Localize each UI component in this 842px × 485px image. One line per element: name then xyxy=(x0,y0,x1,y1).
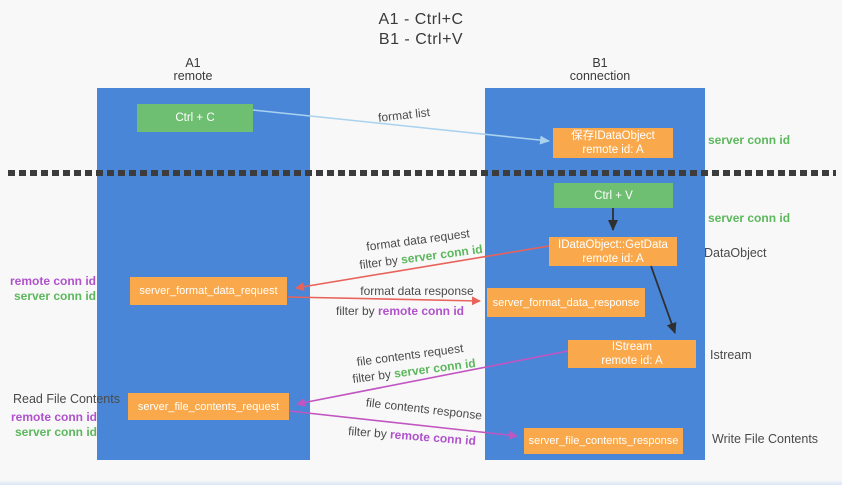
node-ctrl-c: Ctrl + C xyxy=(137,104,253,132)
node-save-idataobject-line2: remote id: A xyxy=(582,144,644,156)
label-format-data-response: format data response xyxy=(360,284,474,298)
dotted-divider xyxy=(8,170,836,176)
label-server-conn-id-top: server conn id xyxy=(708,133,791,147)
lane-a1-subtitle: remote xyxy=(173,69,213,83)
lane-b1-name: B1 xyxy=(592,56,608,70)
lane-a1-name: A1 xyxy=(185,56,201,70)
lane-header-b1: B1 connection xyxy=(540,57,660,83)
node-getdata-line1: IDataObject::GetData xyxy=(558,238,668,251)
label-server-conn-id-mid: server conn id xyxy=(708,211,791,225)
diagram-title: A1 - Ctrl+C B1 - Ctrl+V xyxy=(321,10,521,50)
label-server-conn-id-left-2: server conn id xyxy=(14,425,97,439)
label-read-file-contents: Read File Contents xyxy=(12,392,120,406)
node-getdata-line2: remote id: A xyxy=(582,252,644,265)
title-line-a1: A1 - Ctrl+C xyxy=(378,11,464,28)
node-save-idataobject: 保存IDataObject remote id: A xyxy=(553,128,673,158)
node-format-response-label: server_format_data_response xyxy=(492,296,640,309)
label-write-file-contents: Write File Contents xyxy=(712,432,819,446)
node-istream-line2: remote id: A xyxy=(601,355,663,367)
node-server-file-contents-response: server_file_contents_response xyxy=(524,428,683,454)
label-format-list: format list xyxy=(377,105,431,125)
label-file-contents-response: file contents response xyxy=(365,395,483,423)
label-filter-by-remote-2: filter by remote conn id xyxy=(348,424,477,448)
filter-term-remote: remote conn id xyxy=(389,427,477,449)
node-save-idataobject-line1: 保存IDataObject xyxy=(571,130,655,142)
node-server-format-data-request: server_format_data_request xyxy=(130,277,287,305)
label-filter-by-remote-1: filter by remote conn id xyxy=(336,304,464,318)
node-file-response-label: server_file_contents_response xyxy=(528,435,679,447)
node-ctrl-v-label: Ctrl + V xyxy=(594,189,633,202)
node-ctrl-c-label: Ctrl + C xyxy=(175,112,215,124)
label-remote-conn-id-1: remote conn id xyxy=(9,274,96,288)
node-format-request-label: server_format_data_request xyxy=(139,285,278,297)
filter-prefix: filter by xyxy=(347,423,391,442)
node-ctrl-v: Ctrl + V xyxy=(554,183,673,208)
bottom-edge-strip xyxy=(0,480,842,485)
filter-prefix: filter by xyxy=(358,252,403,273)
filter-prefix: filter by xyxy=(351,366,396,387)
node-server-file-contents-request: server_file_contents_request xyxy=(128,393,289,420)
title-line-b1: B1 - Ctrl+V xyxy=(378,31,464,48)
node-istream: IStream remote id: A xyxy=(568,340,696,368)
lane-b1-subtitle: connection xyxy=(569,69,631,83)
label-dataobject: DataObject xyxy=(704,246,767,260)
node-server-format-data-response: server_format_data_response xyxy=(487,288,645,317)
node-file-request-label: server_file_contents_request xyxy=(137,400,280,413)
lane-header-a1: A1 remote xyxy=(133,57,253,83)
label-server-conn-id-left-1: server conn id xyxy=(13,289,96,303)
filter-prefix: filter by xyxy=(335,304,378,318)
node-istream-line1: IStream xyxy=(611,341,653,353)
label-remote-conn-id-2: remote conn id xyxy=(10,410,97,424)
node-idataobject-getdata: IDataObject::GetData remote id: A xyxy=(549,237,677,266)
label-istream: Istream xyxy=(710,348,752,362)
filter-term-remote: remote conn id xyxy=(378,304,465,318)
